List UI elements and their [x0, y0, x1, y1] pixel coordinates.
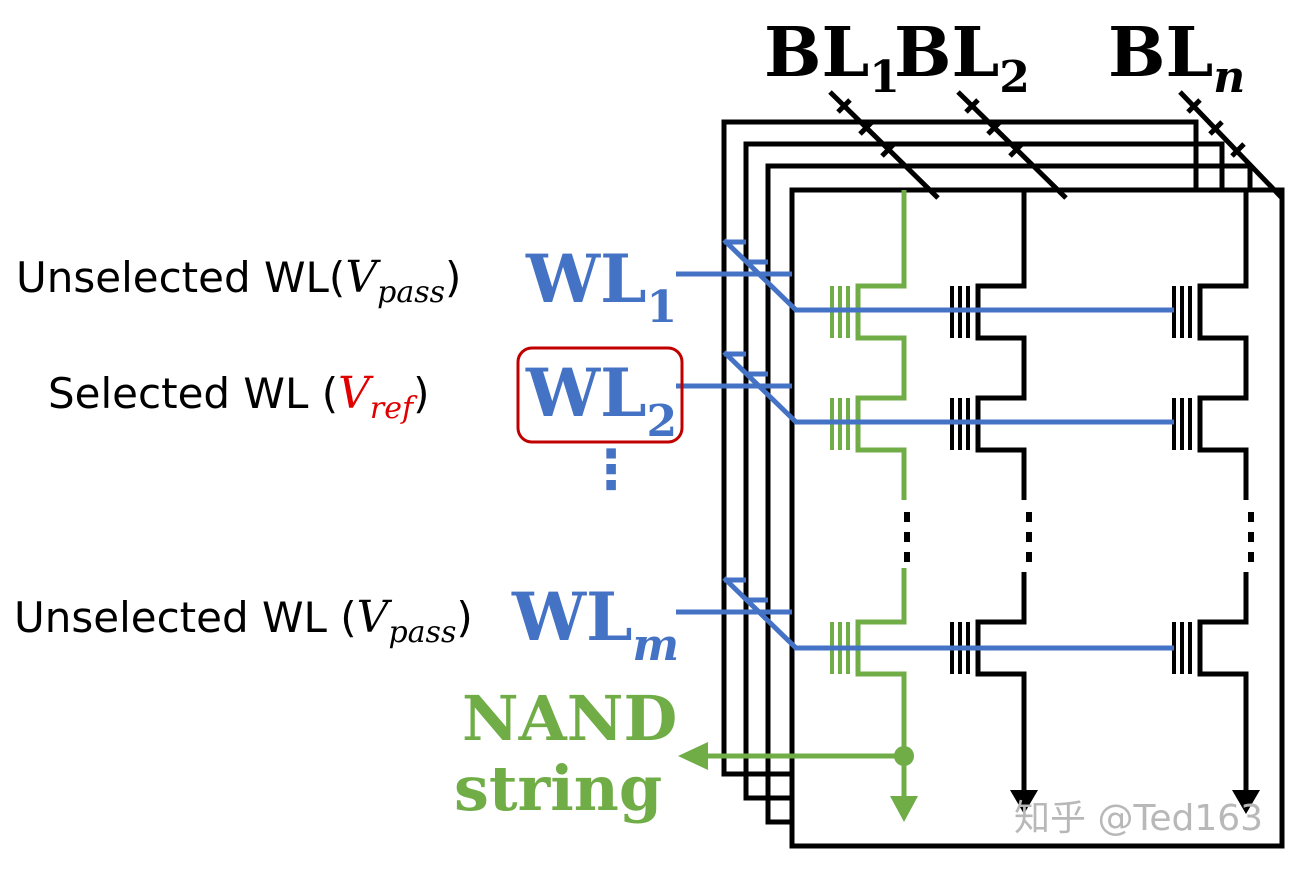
- watermark: 知乎 @Ted163: [1014, 798, 1263, 839]
- wordline-label-1: WL1: [525, 240, 677, 333]
- bitline-label-n: BLn: [1108, 13, 1245, 103]
- wordline-label-2: WL2: [525, 354, 677, 447]
- wordline-label-m: WLm: [511, 578, 679, 671]
- bitline-bus-slashes: [828, 90, 1284, 200]
- nand-left-arrow: [678, 742, 708, 770]
- nand-label-line2: string: [454, 752, 662, 825]
- nand-junction-dot: [894, 746, 914, 766]
- bitline-label-1: BL1: [764, 13, 900, 103]
- bitline-ground-arrows: [1010, 790, 1260, 814]
- wl2-state-label: Selected WL (Vref): [48, 368, 429, 426]
- nand-string-marks: [678, 742, 918, 822]
- wordline-wires: [676, 238, 1174, 651]
- cell-gates-bln: [1172, 286, 1192, 674]
- wordline-ellipsis: ⋮: [584, 438, 638, 501]
- nand-down-arrow: [890, 796, 918, 822]
- wlm-state-label: Unselected WL (Vpass): [14, 592, 473, 650]
- selected-wordline-highlight: [516, 346, 684, 444]
- string-ellipsis: [904, 512, 1254, 562]
- bitline-label-2: BL2: [894, 13, 1030, 103]
- wl1-state-label: Unselected WL(Vpass): [16, 252, 461, 310]
- array-planes: [721, 119, 1285, 849]
- nand-label-line1: NAND: [462, 682, 677, 755]
